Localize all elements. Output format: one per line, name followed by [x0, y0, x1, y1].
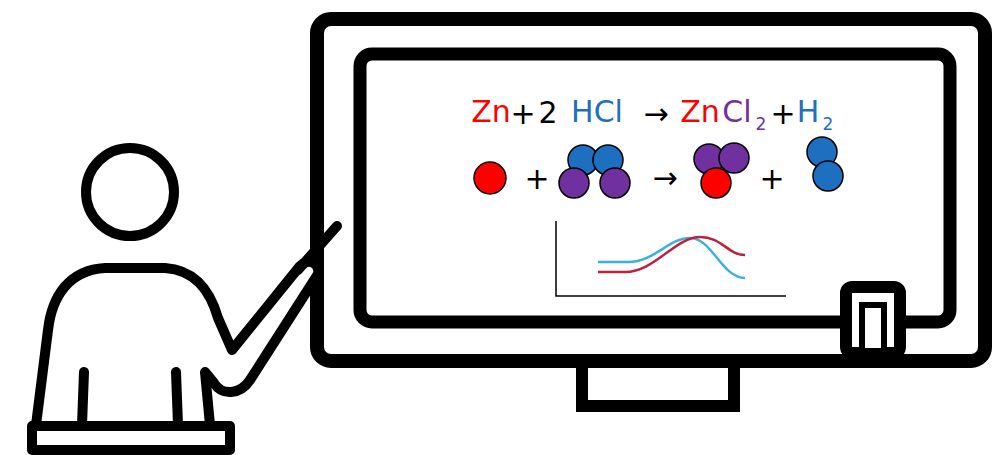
desk: [32, 426, 230, 450]
pointer: [298, 226, 337, 270]
formula-text: HCl: [571, 97, 623, 127]
zn-atom: [474, 162, 506, 194]
reaction-arrow: →: [652, 163, 677, 193]
subscript: 2: [756, 116, 767, 133]
teacher-arm: [176, 372, 178, 425]
h-atom: [813, 161, 843, 191]
formula-text: Cl: [722, 97, 751, 127]
cl-atom: [719, 143, 749, 173]
operator: +: [759, 164, 784, 194]
formula-text: Zn: [680, 97, 720, 127]
teacher: [32, 148, 337, 450]
formula-text: Zn: [471, 97, 511, 127]
teacher-arm: [82, 372, 84, 425]
cl-atom: [559, 168, 589, 198]
zn-atom: [701, 168, 731, 198]
teacher-head: [86, 148, 174, 236]
operator: +: [770, 99, 795, 129]
energy-curve: [598, 237, 745, 272]
coefficient: 2: [538, 98, 557, 128]
graph-axes: [556, 221, 786, 296]
teacher-body: [36, 262, 318, 425]
reaction-arrow: →: [643, 99, 668, 129]
subscript: 2: [823, 116, 834, 133]
molecules: [474, 137, 843, 198]
eraser-detail: [862, 305, 884, 351]
operator: +: [510, 99, 535, 129]
energy-curve: [598, 238, 745, 278]
board-stand: [582, 362, 734, 406]
cl-atom: [600, 168, 630, 198]
eraser: [846, 287, 900, 353]
formula-text: H: [797, 97, 820, 127]
operator: +: [524, 164, 549, 194]
board-frame: [317, 19, 985, 361]
